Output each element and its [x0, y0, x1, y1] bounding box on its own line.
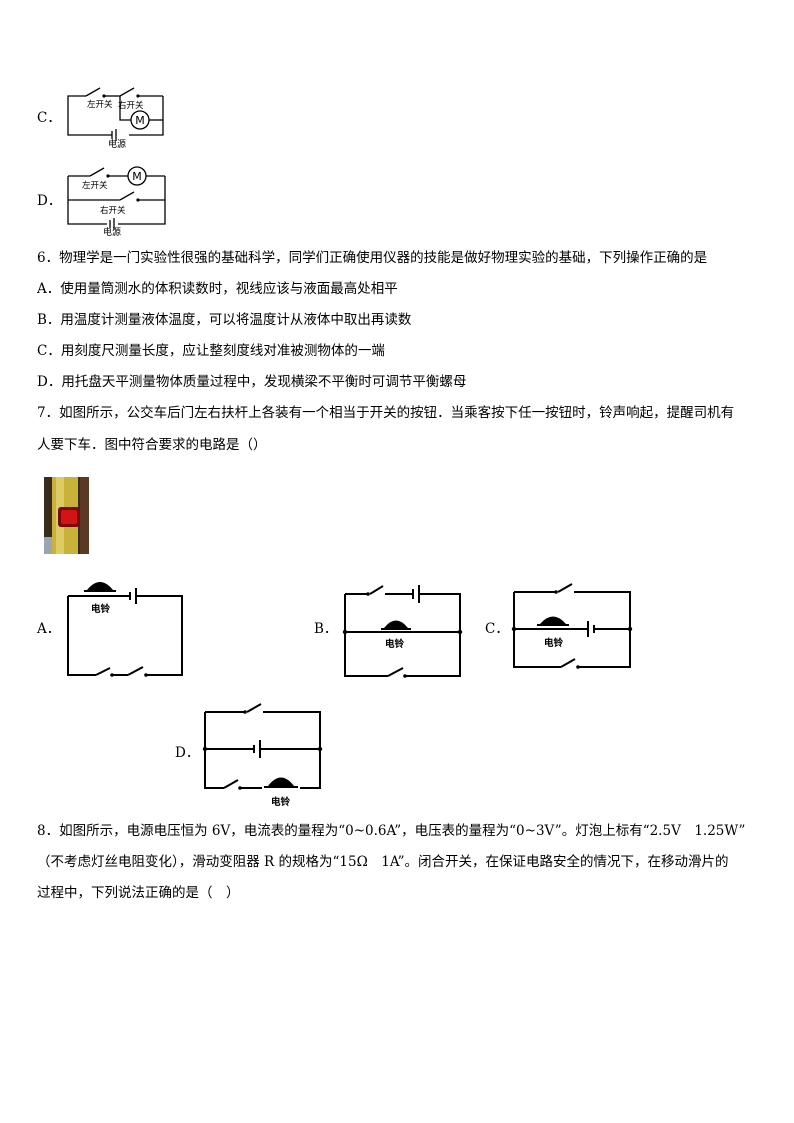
- q5c-source-label: 电源: [108, 138, 126, 150]
- q8-line1: 8．如图所示，电源电压恒为 6V，电流表的量程为“0~0.6A”，电压表的量程为…: [37, 823, 746, 839]
- q7b-bell-label: 电铃: [385, 638, 405, 650]
- q7-option-d-label: D．: [175, 745, 200, 761]
- q5-option-d-circuit: M 左开关 右开关 电源: [67, 166, 166, 238]
- q5c-left-switch-label: 左开关: [87, 99, 113, 110]
- q7-stem-line1: 7．如图所示，公交车后门左右扶杆上各装有一个相当于开关的按钮．当乘客按下任一按钮…: [37, 405, 735, 421]
- bus-button-photo-art: [44, 477, 89, 554]
- q6-option-c: C．用刻度尺测量长度，应让整刻度线对准被测物体的一端: [37, 343, 385, 359]
- q7-option-b-label: B．: [314, 621, 338, 637]
- q5c-motor-text: M: [135, 114, 145, 127]
- q8-line2: （不考虑灯丝电阻变化），滑动变阻器 R 的规格为“15Ω 1A”。闭合开关，在保…: [37, 854, 729, 870]
- q5d-left-switch-label: 左开关: [82, 180, 108, 191]
- q5-option-c-circuit: M 左开关 右开关 电源: [67, 87, 164, 150]
- q7-option-c-label: C．: [485, 621, 509, 637]
- q5d-motor-text: M: [132, 170, 142, 183]
- q6-option-d: D．用托盘天平测量物体质量过程中，发现横梁不平衡时可调节平衡螺母: [37, 374, 467, 390]
- q5d-source-label: 电源: [103, 226, 121, 238]
- q7-stem-line2: 人要下车．图中符合要求的电路是（）: [37, 437, 267, 453]
- q5c-right-switch-label: 右开关: [118, 100, 144, 111]
- bus-button-photo: [44, 477, 89, 554]
- q7a-bell-label: 电铃: [91, 603, 111, 615]
- q7c-bell-label: 电铃: [544, 637, 564, 649]
- q6-stem: 6．物理学是一门实验性很强的基础科学，同学们正确使用仪器的技能是做好物理实验的基…: [37, 250, 708, 266]
- q7d-bell-label: 电铃: [271, 796, 291, 808]
- q7-option-a-label: A．: [37, 621, 61, 637]
- q5-option-d-label: D．: [37, 193, 62, 209]
- q6-option-a: A．使用量筒测水的体积读数时，视线应该与液面最高处相平: [37, 281, 398, 297]
- q5-option-c-label: C．: [37, 110, 61, 126]
- q5d-right-switch-label: 右开关: [100, 205, 126, 216]
- q8-line3: 过程中，下列说法正确的是（ ）: [37, 885, 240, 901]
- q6-option-b: B．用温度计测量液体温度，可以将温度计从液体中取出再读数: [37, 312, 412, 328]
